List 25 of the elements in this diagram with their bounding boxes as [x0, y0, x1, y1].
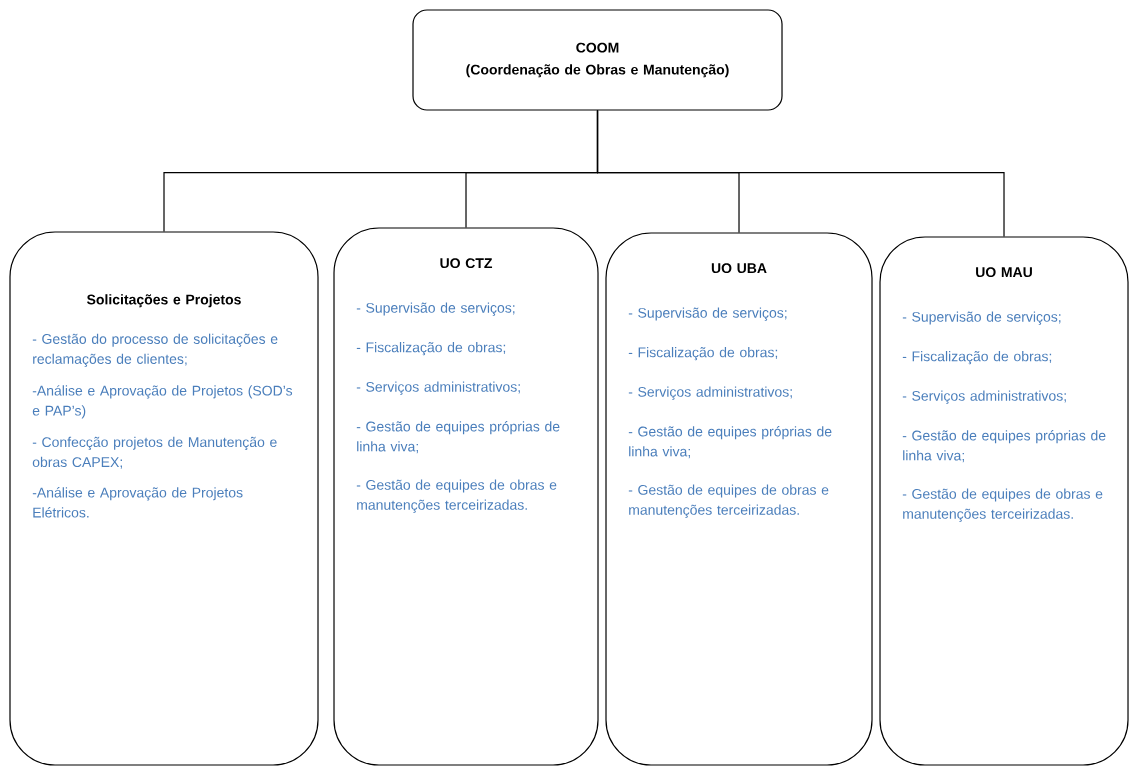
task-item: - Gestão de equipes próprias de linha viva;	[628, 426, 832, 459]
task-item: -Análise e Aprovação de Projetos (SOD’s e PAP’s)	[32, 385, 293, 419]
task-item: - Confecção projetos de Manutenção e obras CAPEX;	[32, 436, 277, 469]
box-title: COOM (Coordenação de Obras e Manutenção)	[466, 42, 729, 78]
task-item: - Serviços administrativos;	[356, 381, 520, 395]
task-item: - Supervisão de serviços;	[628, 307, 787, 321]
task-item: - Gestão de equipes de obras e manutenções terceirizadas.	[628, 484, 829, 518]
task-item: - Supervisão de serviços;	[356, 302, 515, 316]
task-item: - Fiscalização de obras;	[628, 347, 778, 361]
unit-heading: UO MAU	[976, 267, 1032, 278]
task-item: - Gestão de equipes de obras e manutenções terceirizadas.	[902, 488, 1103, 522]
task-item: - Serviços administrativos;	[902, 390, 1066, 404]
task-item: - Gestão de equipes próprias de linha viva;	[356, 421, 560, 454]
task-item: -Análise e Aprovação de Projetos Elétricos.	[32, 487, 243, 518]
task-item: - Gestão de equipes próprias de linha viva;	[902, 430, 1106, 463]
unit-heading: UO UBA	[711, 263, 767, 274]
task-item: - Gestão de equipes de obras e manutenções terceirizadas.	[356, 479, 557, 513]
task-item: - Fiscalização de obras;	[356, 342, 506, 356]
connector	[596, 110, 1005, 237]
task-item: - Fiscalização de obras;	[902, 351, 1052, 365]
task-item: - Gestão do processo de solicitações e reclamações de clientes;	[32, 333, 278, 367]
unit-heading: Solicitações e Projetos	[87, 294, 241, 308]
task-item: - Supervisão de serviços;	[902, 311, 1061, 325]
unit-heading: UO CTZ	[440, 258, 493, 269]
task-item: - Serviços administrativos;	[628, 386, 792, 400]
